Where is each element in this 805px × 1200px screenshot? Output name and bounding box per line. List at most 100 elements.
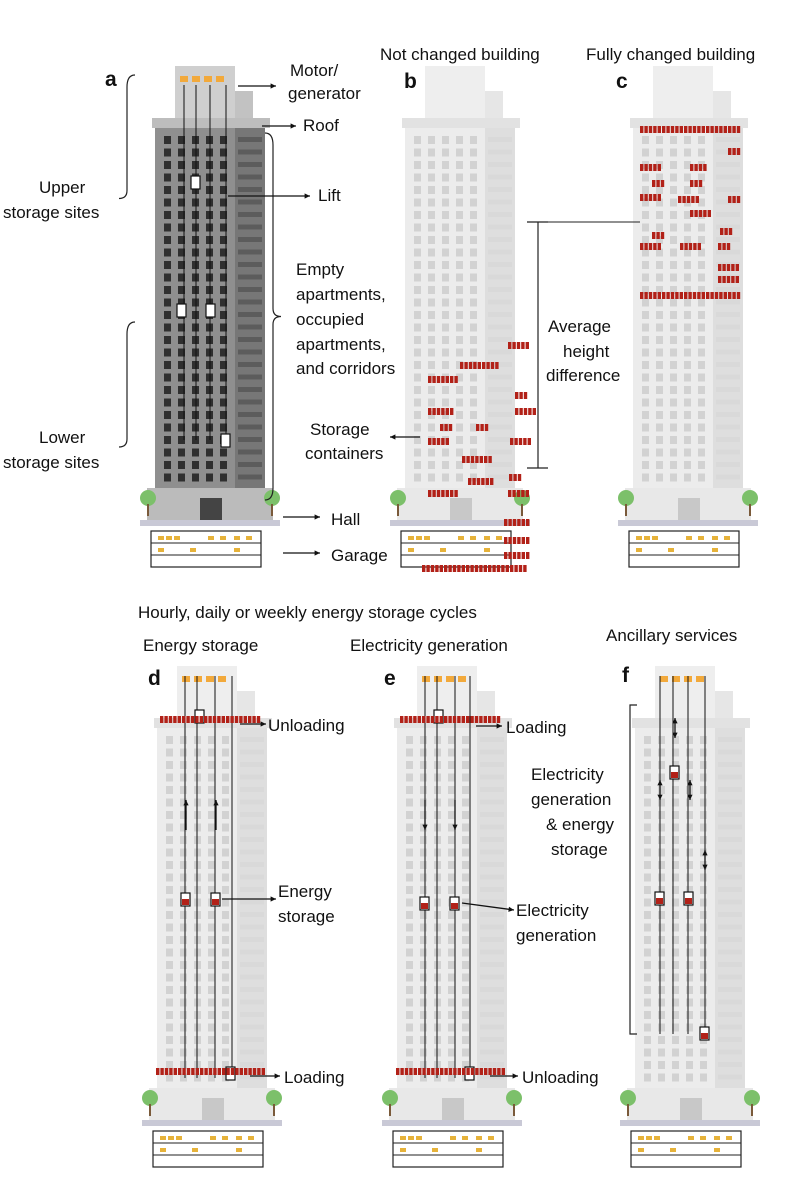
window-stripe <box>718 799 742 805</box>
window-stripe <box>718 849 742 855</box>
window-stripe <box>480 887 504 892</box>
window <box>208 1023 215 1032</box>
window <box>656 248 663 257</box>
window <box>448 923 455 932</box>
window <box>698 361 705 369</box>
window <box>166 1048 173 1057</box>
building-sidewalk <box>142 1120 282 1126</box>
storage-container <box>515 408 519 415</box>
window <box>178 186 185 194</box>
window-stripe <box>488 337 512 342</box>
window <box>442 386 449 394</box>
storage-container <box>481 478 485 485</box>
window-stripe <box>488 287 512 292</box>
window <box>686 861 693 869</box>
window <box>684 286 691 294</box>
storage-container <box>736 292 741 299</box>
window-stripe <box>240 999 264 1005</box>
window <box>658 1048 665 1057</box>
window <box>406 773 413 782</box>
window <box>414 386 421 394</box>
window <box>456 336 463 344</box>
window <box>700 986 707 994</box>
window <box>698 173 705 182</box>
window <box>166 936 173 944</box>
window <box>420 886 427 894</box>
window-stripe <box>480 849 504 855</box>
window-stripe <box>238 424 262 430</box>
storage-container <box>222 1068 226 1075</box>
motor-generator <box>218 676 226 682</box>
storage-container <box>523 392 528 399</box>
window <box>406 986 413 994</box>
window <box>672 873 679 882</box>
window <box>448 848 455 857</box>
window <box>644 861 651 869</box>
storage-container <box>226 716 230 723</box>
window <box>220 173 227 182</box>
window <box>166 898 173 907</box>
window <box>456 361 463 369</box>
tree-trunk <box>521 504 523 516</box>
window <box>670 473 677 482</box>
window-stripe <box>240 849 264 855</box>
storage-container <box>230 1068 235 1075</box>
tree <box>742 490 758 506</box>
window <box>644 798 651 807</box>
tree <box>266 1090 282 1106</box>
apartments-label-5: and corridors <box>296 359 395 378</box>
window-stripe <box>718 1062 742 1067</box>
window <box>406 861 413 869</box>
storage-container <box>475 1068 479 1075</box>
window <box>644 736 651 744</box>
motor-generator <box>182 676 190 682</box>
panel-title-f: Ancillary services <box>606 626 737 645</box>
window <box>222 786 229 794</box>
window <box>164 248 171 257</box>
window <box>684 348 691 357</box>
window-stripe <box>718 987 742 992</box>
window <box>166 973 173 982</box>
window <box>428 386 435 394</box>
storage-container <box>431 1068 435 1075</box>
window <box>670 198 677 207</box>
storage-container <box>656 232 660 239</box>
window <box>166 773 173 782</box>
storage-container <box>169 1068 173 1075</box>
avg-height-label-1: Average <box>548 317 611 336</box>
window <box>192 448 199 457</box>
window <box>686 911 693 919</box>
window <box>684 323 691 332</box>
storage-container <box>519 408 523 415</box>
apartments-label-1: Empty <box>296 260 345 279</box>
window-stripe <box>716 137 740 142</box>
garage-car <box>488 1136 494 1140</box>
window-stripe <box>238 399 262 405</box>
window <box>672 1036 679 1044</box>
window-stripe <box>716 412 740 417</box>
window <box>658 798 665 807</box>
window <box>684 161 691 169</box>
window-stripe <box>716 312 740 317</box>
window <box>428 323 435 332</box>
storage-container <box>156 1068 160 1075</box>
window <box>672 786 679 794</box>
storage-container <box>726 264 731 271</box>
window-stripe <box>718 962 742 967</box>
storage-container <box>462 1068 466 1075</box>
window <box>406 873 413 882</box>
storage-container <box>720 228 724 235</box>
window-stripe <box>718 787 742 792</box>
window <box>208 861 215 869</box>
window <box>670 273 677 282</box>
window <box>448 961 455 969</box>
brace <box>629 704 637 1035</box>
building-d <box>142 666 282 1168</box>
storage-container <box>432 376 436 383</box>
window <box>406 798 413 807</box>
window <box>456 348 463 357</box>
storage-container <box>173 1068 177 1075</box>
f-label-3: & energy <box>546 815 615 834</box>
storage-container <box>417 716 421 723</box>
window <box>686 1036 693 1044</box>
